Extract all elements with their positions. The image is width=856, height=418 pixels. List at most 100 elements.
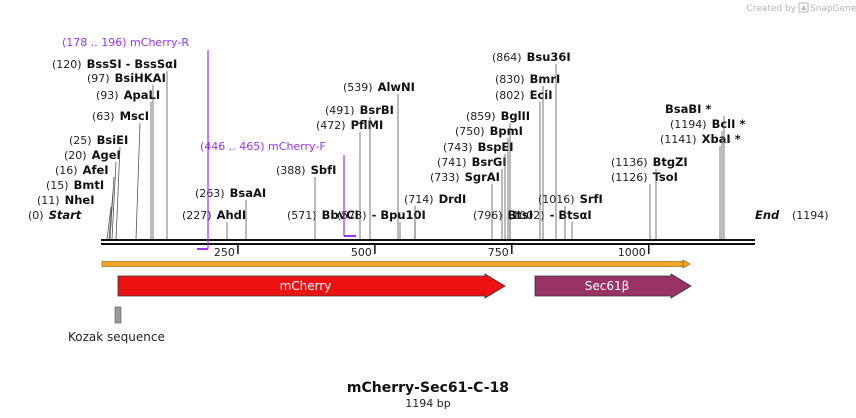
primer-mCherry-R: (178 .. 196) mCherry-R (62, 36, 209, 250)
site-26: (830) BmrI (495, 72, 560, 239)
site-position: (120) (52, 58, 82, 71)
site-label: (15)BmtI (46, 178, 104, 192)
feature-0: mCherry (117, 273, 506, 299)
feature-label: mCherry (280, 279, 332, 293)
site-30: (1126)TsoI (611, 170, 678, 239)
site-label: (750) BpmI (455, 124, 523, 138)
site-19: (733)SgrAI (430, 170, 500, 239)
site-position: (472) (316, 119, 346, 132)
site-21: (743)BspEI (443, 140, 514, 239)
site-0: (0)Start (28, 208, 82, 222)
site-name: BbvCI (322, 208, 359, 222)
site-position: (750) (455, 125, 485, 138)
site-position: (1141) (660, 133, 697, 146)
site-label: (733)SgrAI (430, 170, 500, 184)
primer-label: (446 .. 465) mCherry-F (200, 140, 326, 153)
site-name: AgeI (92, 148, 121, 162)
site-label: (573)- Bpu10I (337, 208, 426, 222)
site-32: (1141)XbaI * (660, 132, 741, 239)
site-name: Bsu36I (527, 50, 571, 64)
site-name: SrfI (580, 192, 603, 206)
snapgene-logo-icon (798, 2, 809, 13)
site-27: (864)Bsu36I (492, 50, 571, 239)
site-5: (25)BsiEI (69, 133, 128, 240)
site-name: BssSI - BssSαI (87, 57, 178, 71)
site-name: AlwNI (378, 80, 415, 94)
site-label: (25)BsiEI (69, 133, 128, 147)
site-label: (0)Start (28, 208, 82, 222)
plasmid-title: mCherry-Sec61-C-18 (347, 380, 509, 396)
site-34: BsaBI * (665, 102, 725, 239)
site-line (111, 161, 117, 240)
site-position: (1136) (611, 156, 648, 169)
backbone-line (101, 239, 755, 245)
site-6: (63)MscI (92, 109, 149, 240)
site-name: - Bpu10I (372, 208, 426, 222)
site-line (106, 206, 112, 240)
site-label: (227) AhdI (182, 208, 246, 222)
site-position-end: (1194) (792, 209, 829, 222)
site-28: (1002)- BtsαI (508, 208, 592, 239)
site-label: (11) NheI (37, 193, 94, 207)
site-name: NheI (65, 193, 95, 207)
credit-brand: SnapGene (810, 4, 856, 14)
site-position: (1194) (670, 118, 707, 131)
site-label: (1126)TsoI (611, 170, 678, 184)
site-position: (97) (87, 72, 110, 85)
site-name: AhdI (217, 208, 247, 222)
site-11: (263)BsaAI (195, 186, 266, 239)
site-label: (16)AfeI (55, 163, 109, 177)
site-name: EciI (530, 88, 553, 102)
site-label: (1016)SrfI (538, 192, 603, 206)
site-label: (864)Bsu36I (492, 50, 571, 64)
site-label: (20)AgeI (64, 148, 121, 162)
site-name: BsrBI (360, 103, 394, 117)
site-name: PflMI (351, 118, 384, 132)
site-label: (63)MscI (92, 109, 149, 123)
site-line (135, 122, 141, 240)
site-position: (733) (430, 171, 460, 184)
site-position: (388) (276, 164, 306, 177)
site-31: (1136)BtgZI (611, 155, 688, 239)
site-name: BpmI (490, 124, 523, 138)
site-name: BspEI (478, 140, 514, 154)
site-18: (714) DrdI (404, 192, 466, 239)
primer-label: (178 .. 196) mCherry-R (62, 36, 189, 49)
site-name: AfeI (83, 163, 109, 177)
site-position: (11) (37, 194, 60, 207)
tick-label-1000: 1000 (618, 246, 646, 259)
credit-text: Created by (746, 4, 796, 14)
kozak-feature: Kozak sequence (68, 306, 165, 344)
primer-annotations: (178 .. 196) mCherry-R (446 .. 465) mCher… (62, 36, 356, 250)
site-position: (830) (495, 73, 525, 86)
site-9: (120) BssSI - BssSαI (52, 57, 177, 239)
site-name: Start (49, 208, 82, 222)
site-label: (388)SbfI (276, 163, 336, 177)
kozak-box (114, 306, 122, 324)
restriction-sites: (0)Start(11) NheI(15)BmtI(16)AfeI(20)AgeI… (28, 50, 829, 240)
site-position: (859) (466, 110, 496, 123)
site-label: (830) BmrI (495, 72, 560, 86)
site-position: (714) (404, 193, 434, 206)
site-33: (1194)BclI * (670, 117, 745, 239)
site-label: (714) DrdI (404, 192, 466, 206)
site-position: (491) (325, 104, 355, 117)
site-name: BmrI (530, 72, 561, 86)
site-name: DrdI (439, 192, 467, 206)
site-position: (227) (182, 209, 212, 222)
site-label: (741)BsrGI (437, 155, 507, 169)
site-1: (11) NheI (37, 193, 112, 240)
orf-arrow (101, 259, 691, 269)
site-label: (263)BsaAI (195, 186, 266, 200)
site-line (115, 146, 121, 240)
site-name: TsoI (653, 170, 678, 184)
site-23: (859)BglII (466, 109, 530, 239)
site-15: (491) BsrBI (325, 103, 394, 239)
site-line (109, 176, 115, 240)
site-name: MscI (120, 109, 149, 123)
site-label: (1002)- BtsαI (508, 208, 592, 222)
site-position: (571) (287, 209, 317, 222)
